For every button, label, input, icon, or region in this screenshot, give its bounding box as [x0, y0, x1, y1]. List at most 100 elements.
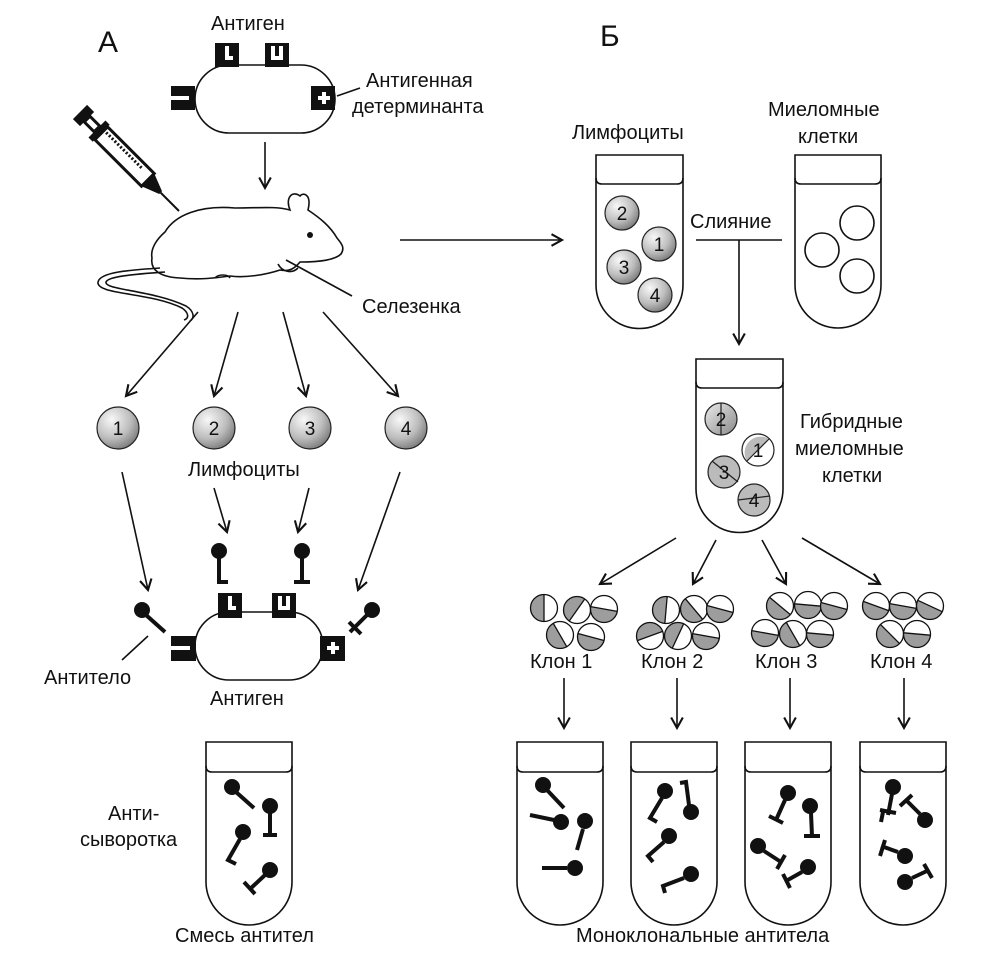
arrow-to-lymphocyte-4	[322, 311, 400, 398]
clone-clusters	[529, 590, 945, 652]
arrow-to-lymphocyte-3	[282, 311, 310, 399]
myeloma-label-2: клетки	[798, 126, 858, 148]
tube-lymphocyte-1: 1	[641, 226, 677, 262]
arrow-to-clone-3	[761, 539, 788, 586]
clone-4-cell	[902, 619, 932, 649]
clone-label-4: Клон 4	[870, 651, 932, 673]
clone-label-1: Клон 1	[530, 651, 592, 673]
monoclonal-tube-2	[630, 741, 718, 926]
hybrid-cell-1: 1	[741, 433, 775, 467]
antiserum-label-2: сыворотка	[80, 829, 178, 851]
arrow-to-clone-1	[598, 537, 677, 586]
svg-text:2: 2	[617, 204, 628, 225]
determinant-pointer	[336, 87, 361, 97]
svg-text:1: 1	[753, 441, 764, 462]
spleen-label: Селезенка	[362, 296, 462, 318]
myeloma-tube	[794, 154, 882, 329]
clone-4-cell	[915, 591, 945, 621]
arrow-to-lymphocyte-2	[210, 311, 239, 399]
hybrid-cell-2: 2	[704, 402, 738, 436]
svg-text:3: 3	[305, 419, 316, 440]
clone-3-cell	[805, 619, 835, 649]
lymphocyte-3: 3	[288, 406, 332, 450]
fusion-label: Слияние	[690, 211, 771, 233]
lymphocyte-tube: 2 1 3 4	[595, 154, 684, 330]
arrow-to-clone-4	[801, 537, 882, 586]
arrow-antibody-1	[121, 471, 153, 593]
clone-1-cell	[545, 620, 575, 650]
clone-label-3: Клон 3	[755, 651, 817, 673]
hybrid-cell-4: 4	[737, 483, 771, 517]
clone-2-cell	[651, 595, 681, 625]
antibody-mix-2	[262, 798, 278, 837]
monoclonal-tube-4	[859, 741, 947, 926]
clone-2-cell	[691, 621, 721, 651]
antibody-label: Антитело	[44, 667, 131, 689]
antibody-1	[134, 602, 167, 634]
antibody-4	[347, 602, 380, 636]
clone-3-cell	[778, 619, 808, 649]
antiserum-tube	[205, 741, 293, 926]
antibody-mix-label: Смесь антител	[175, 925, 314, 947]
antibody-mix-4	[242, 862, 278, 896]
antibody-pointer	[121, 635, 149, 661]
arrow-to-lymphocyte-1	[124, 311, 199, 398]
lymphocytes-label-a: Лимфоциты	[188, 459, 300, 481]
lymphocytes-label-b: Лимфоциты	[572, 122, 684, 144]
arrow-antibody-2	[213, 487, 231, 535]
determinant-label-1: Антигенная	[366, 70, 473, 92]
svg-text:4: 4	[749, 491, 760, 512]
hybrid-tube: 2 1 3 4	[695, 358, 784, 534]
clone-4-cell	[861, 591, 891, 621]
antigen-bottom	[171, 593, 345, 681]
lymphocyte-4: 4	[384, 406, 428, 450]
clone-2-cell	[635, 621, 665, 651]
myeloma-label-1: Миеломные	[768, 99, 880, 121]
monoclonal-tube-1	[516, 741, 604, 926]
arrow-to-clone-2	[691, 539, 717, 586]
svg-text:1: 1	[654, 235, 665, 256]
arrow-antibody-4	[354, 471, 401, 593]
mouse-icon	[97, 193, 344, 322]
arrow-antibody-3	[293, 487, 310, 535]
svg-text:2: 2	[716, 410, 727, 431]
svg-text:3: 3	[719, 463, 730, 484]
svg-text:4: 4	[650, 286, 661, 307]
svg-text:3: 3	[619, 258, 630, 279]
panel-a-letter: А	[98, 26, 118, 59]
tube-lymphocyte-2: 2	[604, 195, 640, 231]
clone-4-cell	[875, 619, 905, 649]
hybrid-label-3: клетки	[822, 465, 882, 487]
tube-lymphocyte-3: 3	[606, 249, 642, 285]
clone-3-cell	[819, 591, 849, 621]
clone-1-cell	[589, 594, 619, 624]
antibody-2	[211, 543, 228, 584]
antigenic-determinant	[311, 86, 335, 110]
monoclonal-tube-3	[744, 741, 832, 926]
clone-3-cell	[765, 591, 795, 621]
antigen-label-top: Антиген	[211, 13, 285, 35]
lymphocyte-1: 1	[96, 406, 140, 450]
lymphocyte-2: 2	[192, 406, 236, 450]
hybrid-cell-3: 3	[707, 455, 741, 489]
clone-1-cell	[529, 593, 559, 623]
determinant-label-2: детерминанта	[352, 96, 484, 118]
spleen-pointer	[285, 259, 353, 297]
clone-3-cell	[793, 590, 823, 620]
antibody-mix-1	[224, 779, 256, 810]
antibody-3	[294, 543, 310, 584]
clone-1-cell	[576, 622, 606, 652]
antigen-label-bottom: Антиген	[210, 688, 284, 710]
svg-text:2: 2	[209, 419, 220, 440]
panel-b-letter: Б	[600, 20, 620, 53]
tube-lymphocyte-4: 4	[637, 277, 673, 313]
clone-label-2: Клон 2	[641, 651, 703, 673]
syringe-icon	[72, 104, 180, 212]
svg-text:4: 4	[401, 419, 412, 440]
hybrid-label-2: миеломные	[795, 438, 904, 460]
clone-3-cell	[750, 618, 780, 648]
antiserum-label-1: Анти-	[108, 803, 159, 825]
clone-4-cell	[888, 591, 918, 621]
clone-1-cell	[562, 595, 592, 625]
monoclonal-label: Моноклональные антитела	[576, 925, 830, 947]
